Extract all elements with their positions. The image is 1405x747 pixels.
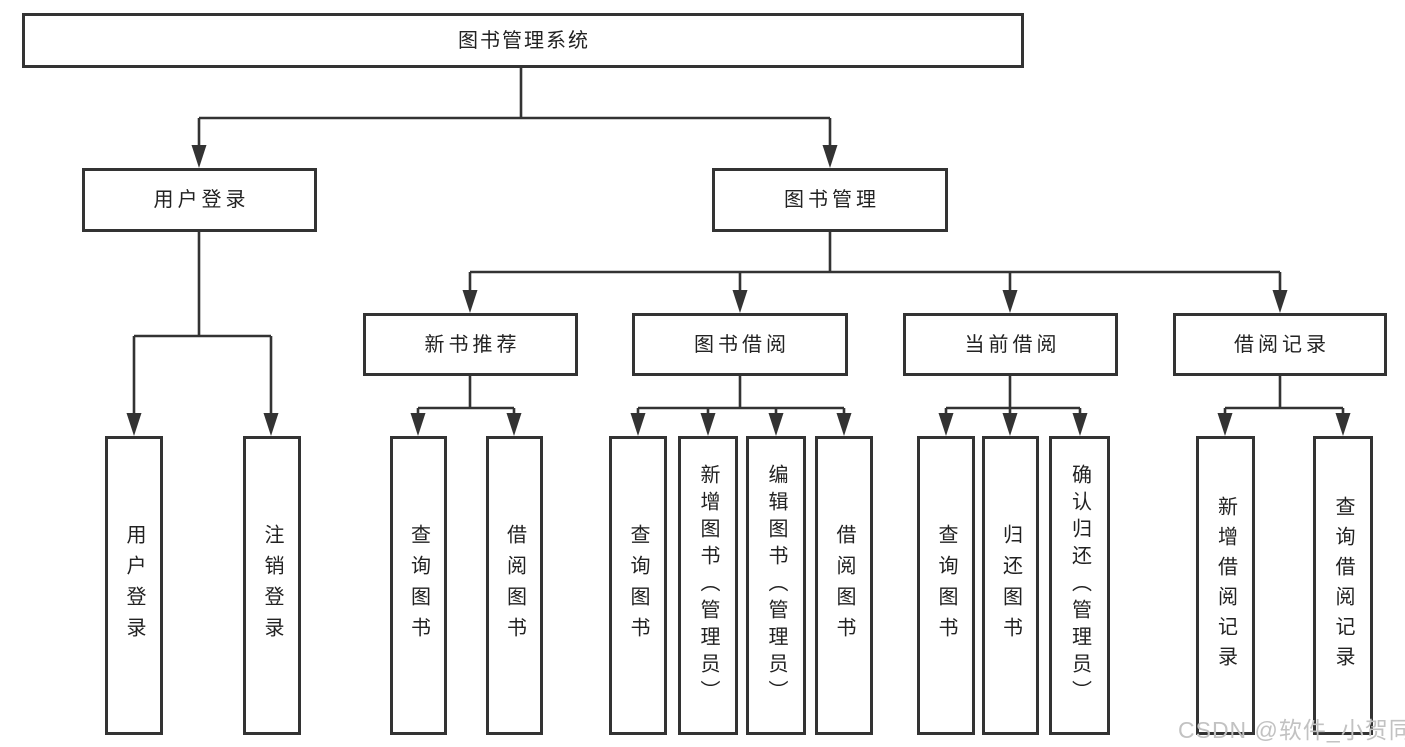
arrow-down-icon (768, 413, 784, 436)
leaf-label: 确认归还（管理员） (1068, 464, 1091, 707)
leaf-label: 用户登录 (123, 523, 145, 648)
leaf-confirm-return-admin: 确认归还（管理员） (1049, 436, 1110, 735)
leaf-label: 查询借阅记录 (1332, 495, 1354, 676)
arrow-down-icon (732, 290, 748, 313)
leaf-query-borrow-record: 查询借阅记录 (1313, 436, 1373, 735)
arrow-down-icon (462, 290, 478, 313)
leaf-return-books: 归还图书 (982, 436, 1039, 735)
node-user-login: 用户登录 (82, 168, 317, 232)
node-root-label: 图书管理系统 (458, 29, 590, 52)
node-label: 图书借阅 (694, 333, 790, 356)
node-label: 新书推荐 (424, 333, 521, 356)
leaf-query-books-1: 查询图书 (390, 436, 447, 735)
arrow-down-icon (410, 413, 426, 436)
leaf-logout: 注销登录 (243, 436, 301, 735)
leaf-label: 查询图书 (935, 523, 957, 648)
arrow-down-icon (263, 413, 279, 436)
leaf-add-books-admin: 新增图书（管理员） (678, 436, 738, 735)
arrow-down-icon (700, 413, 716, 436)
leaf-edit-books-admin: 编辑图书（管理员） (746, 436, 806, 735)
leaf-label: 借阅图书 (833, 523, 855, 648)
leaf-label: 新增图书（管理员） (697, 464, 719, 707)
leaf-label: 编辑图书（管理员） (765, 464, 787, 707)
arrow-down-icon (836, 413, 852, 436)
leaf-label: 新增借阅记录 (1214, 495, 1237, 676)
node-current-borrowing: 当前借阅 (903, 313, 1118, 376)
leaf-add-borrow-record: 新增借阅记录 (1196, 436, 1255, 735)
arrow-down-icon (1217, 413, 1233, 436)
leaf-label: 注销登录 (261, 523, 283, 648)
leaf-label: 查询图书 (407, 523, 430, 648)
leaf-label: 查询图书 (627, 523, 649, 648)
arrow-down-icon (1002, 413, 1018, 436)
wire-new-book-rec-to-leaves (416, 376, 516, 418)
leaf-query-books-3: 查询图书 (917, 436, 975, 735)
leaf-user-login: 用户登录 (105, 436, 163, 735)
arrow-down-icon (1002, 290, 1018, 313)
node-new-book-recommend: 新书推荐 (363, 313, 578, 376)
node-label: 用户登录 (153, 189, 250, 211)
node-root: 图书管理系统 (22, 13, 1024, 68)
arrow-down-icon (938, 413, 954, 436)
arrow-down-icon (1335, 413, 1351, 436)
arrow-down-icon (630, 413, 646, 436)
wire-user-login-to-leaves (132, 232, 273, 418)
arrow-down-icon (506, 413, 522, 436)
wire-borrow-records-to-leaves (1223, 376, 1345, 418)
leaf-query-books-2: 查询图书 (609, 436, 667, 735)
arrow-down-icon (126, 413, 142, 436)
node-borrowing-records: 借阅记录 (1173, 313, 1387, 376)
node-book-borrowing: 图书借阅 (632, 313, 848, 376)
wire-book-mgmt-to-level3 (468, 232, 1282, 295)
leaf-borrow-books-1: 借阅图书 (486, 436, 543, 735)
leaf-label: 归还图书 (999, 523, 1022, 648)
leaf-label: 借阅图书 (503, 523, 526, 648)
arrow-down-icon (822, 145, 838, 168)
leaf-borrow-books-2: 借阅图书 (815, 436, 873, 735)
node-label: 当前借阅 (964, 333, 1061, 356)
node-label: 图书管理 (784, 189, 880, 211)
arrow-down-icon (1072, 413, 1088, 436)
arrow-down-icon (191, 145, 207, 168)
arrow-down-icon (1272, 290, 1288, 313)
node-book-management: 图书管理 (712, 168, 948, 232)
wire-current-borrow-to-leaves (944, 376, 1082, 418)
wire-book-borrow-to-leaves (636, 376, 846, 418)
node-label: 借阅记录 (1234, 333, 1330, 356)
csdn-watermark: CSDN @软件_小贺同学 (1178, 717, 1405, 743)
wire-root-to-level2 (197, 68, 832, 150)
